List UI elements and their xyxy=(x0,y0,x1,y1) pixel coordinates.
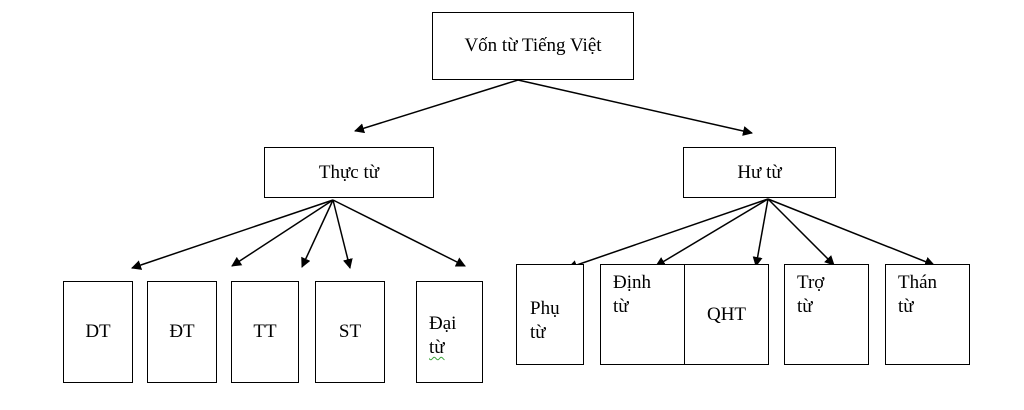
arrow-thuc-tu-to-dt xyxy=(131,199,334,270)
leaf-dt-verb-label: ĐT xyxy=(169,321,195,342)
leaf-dinh-tu: Định từ xyxy=(600,264,685,365)
leaf-tro-tu-line-1: Trợ xyxy=(797,272,825,293)
leaf-dinh-tu-line-1: Định xyxy=(613,272,651,293)
leaf-tt: TT xyxy=(231,281,299,383)
leaf-tro-tu-line-2: từ xyxy=(797,296,813,317)
node-hu-tu-label: Hư từ xyxy=(737,161,782,183)
leaf-dinh-tu-line-2: từ xyxy=(613,296,629,317)
leaf-dt-label: DT xyxy=(85,321,111,342)
arrow-thuc-tu-to-st xyxy=(332,199,353,269)
arrow-hu-tu-to-than-tu xyxy=(767,198,935,267)
leaf-qht: QHT xyxy=(684,264,769,365)
leaf-phu-tu-line-1: Phụ xyxy=(530,298,560,319)
leaf-than-tu-line-2: từ xyxy=(898,296,914,317)
leaf-st-label: ST xyxy=(338,321,362,342)
leaf-phu-tu: Phụ từ xyxy=(516,264,584,365)
leaf-tt-label: TT xyxy=(253,321,277,342)
node-thuc-tu: Thực từ xyxy=(264,147,434,198)
leaf-than-tu-line-1: Thán xyxy=(898,272,938,293)
node-thuc-tu-label: Thực từ xyxy=(318,161,380,183)
leaf-dai-tu-line-2: từ xyxy=(429,337,445,358)
leaf-dt: DT xyxy=(63,281,133,383)
arrow-hu-tu-to-dinh-tu xyxy=(655,198,769,267)
arrow-thuc-tu-to-dai-tu xyxy=(332,199,466,267)
arrow-hu-tu-to-phu-tu xyxy=(567,198,769,270)
arrow-hu-tu-to-qht xyxy=(752,198,769,267)
arrow-thuc-tu-to-tt xyxy=(301,199,334,268)
arrow-root-to-hu-tu xyxy=(517,79,753,136)
leaf-than-tu: Thán từ xyxy=(885,264,970,365)
leaf-dai-tu-line-1: Đại xyxy=(429,313,457,334)
leaf-phu-tu-line-2: từ xyxy=(530,322,546,343)
arrow-thuc-tu-to-dt2 xyxy=(231,199,334,267)
leaf-dt-verb: ĐT xyxy=(147,281,217,383)
root-node-label: Vốn từ Tiếng Việt xyxy=(464,35,602,56)
node-hu-tu: Hư từ xyxy=(683,147,836,198)
leaf-qht-label: QHT xyxy=(706,303,747,325)
leaf-tro-tu: Trợ từ xyxy=(784,264,869,365)
leaf-dai-tu: Đại từ xyxy=(416,281,483,383)
arrow-hu-tu-to-tro-tu xyxy=(767,198,835,266)
leaf-st: ST xyxy=(315,281,385,383)
arrow-root-to-thuc-tu xyxy=(354,79,519,134)
root-node: Vốn từ Tiếng Việt xyxy=(432,12,634,80)
